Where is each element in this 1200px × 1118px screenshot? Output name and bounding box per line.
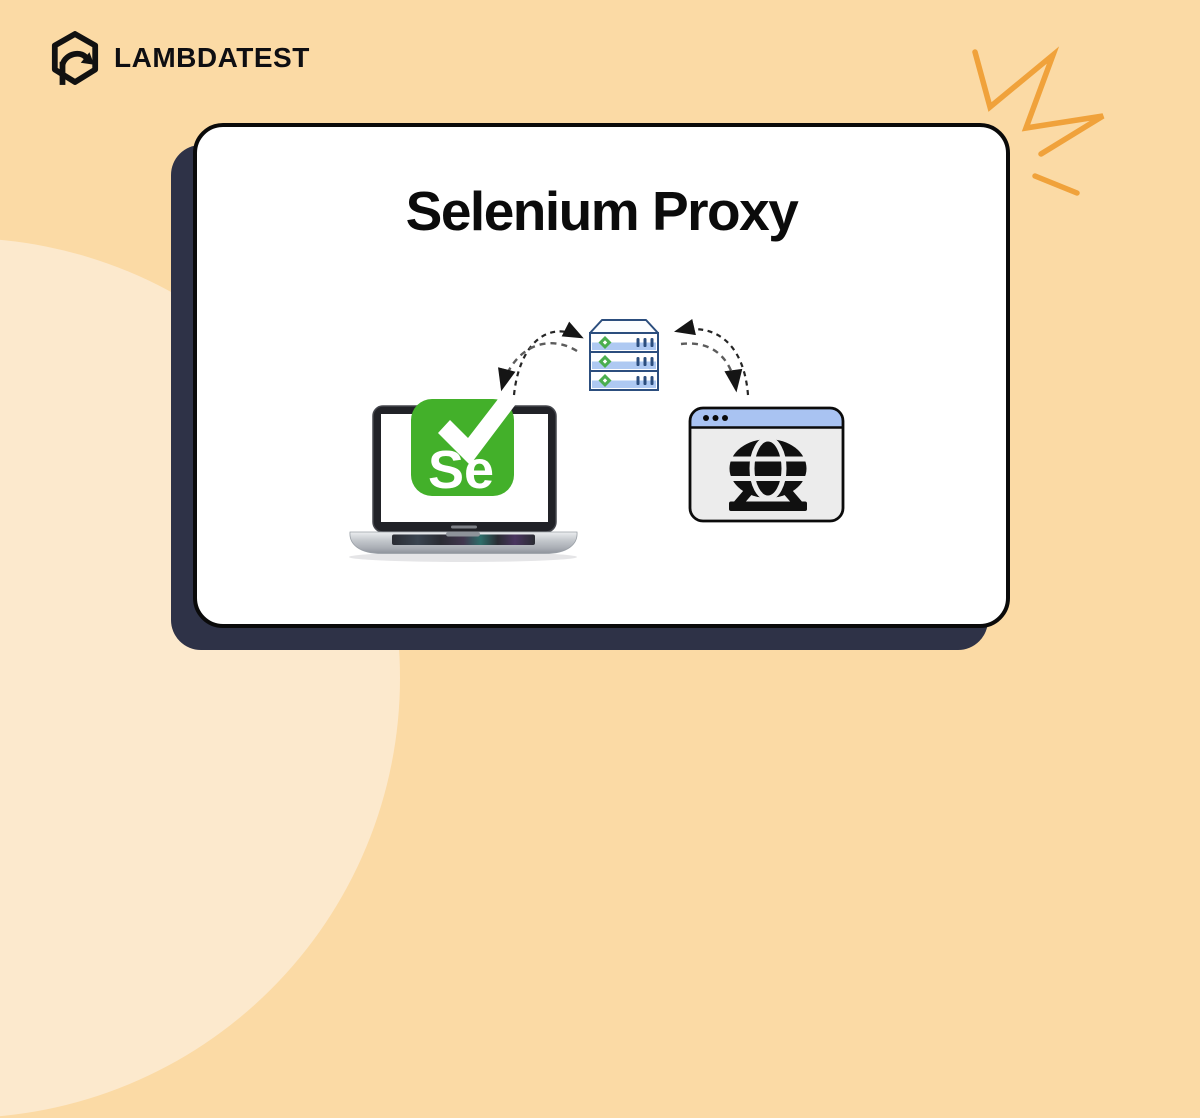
content-card: Selenium Proxy	[193, 123, 1010, 628]
page-background: LAMBDATEST Selenium Proxy	[0, 30, 1105, 1118]
brand-header: LAMBDATEST	[50, 30, 310, 86]
page-title: Selenium Proxy	[405, 180, 799, 242]
logo-hexagon	[51, 31, 99, 85]
brand-name: LAMBDATEST	[114, 42, 310, 73]
lambdatest-logo-icon	[51, 31, 99, 85]
logo-arrowhead	[80, 52, 95, 65]
starburst-doodle-icon	[972, 46, 1105, 196]
